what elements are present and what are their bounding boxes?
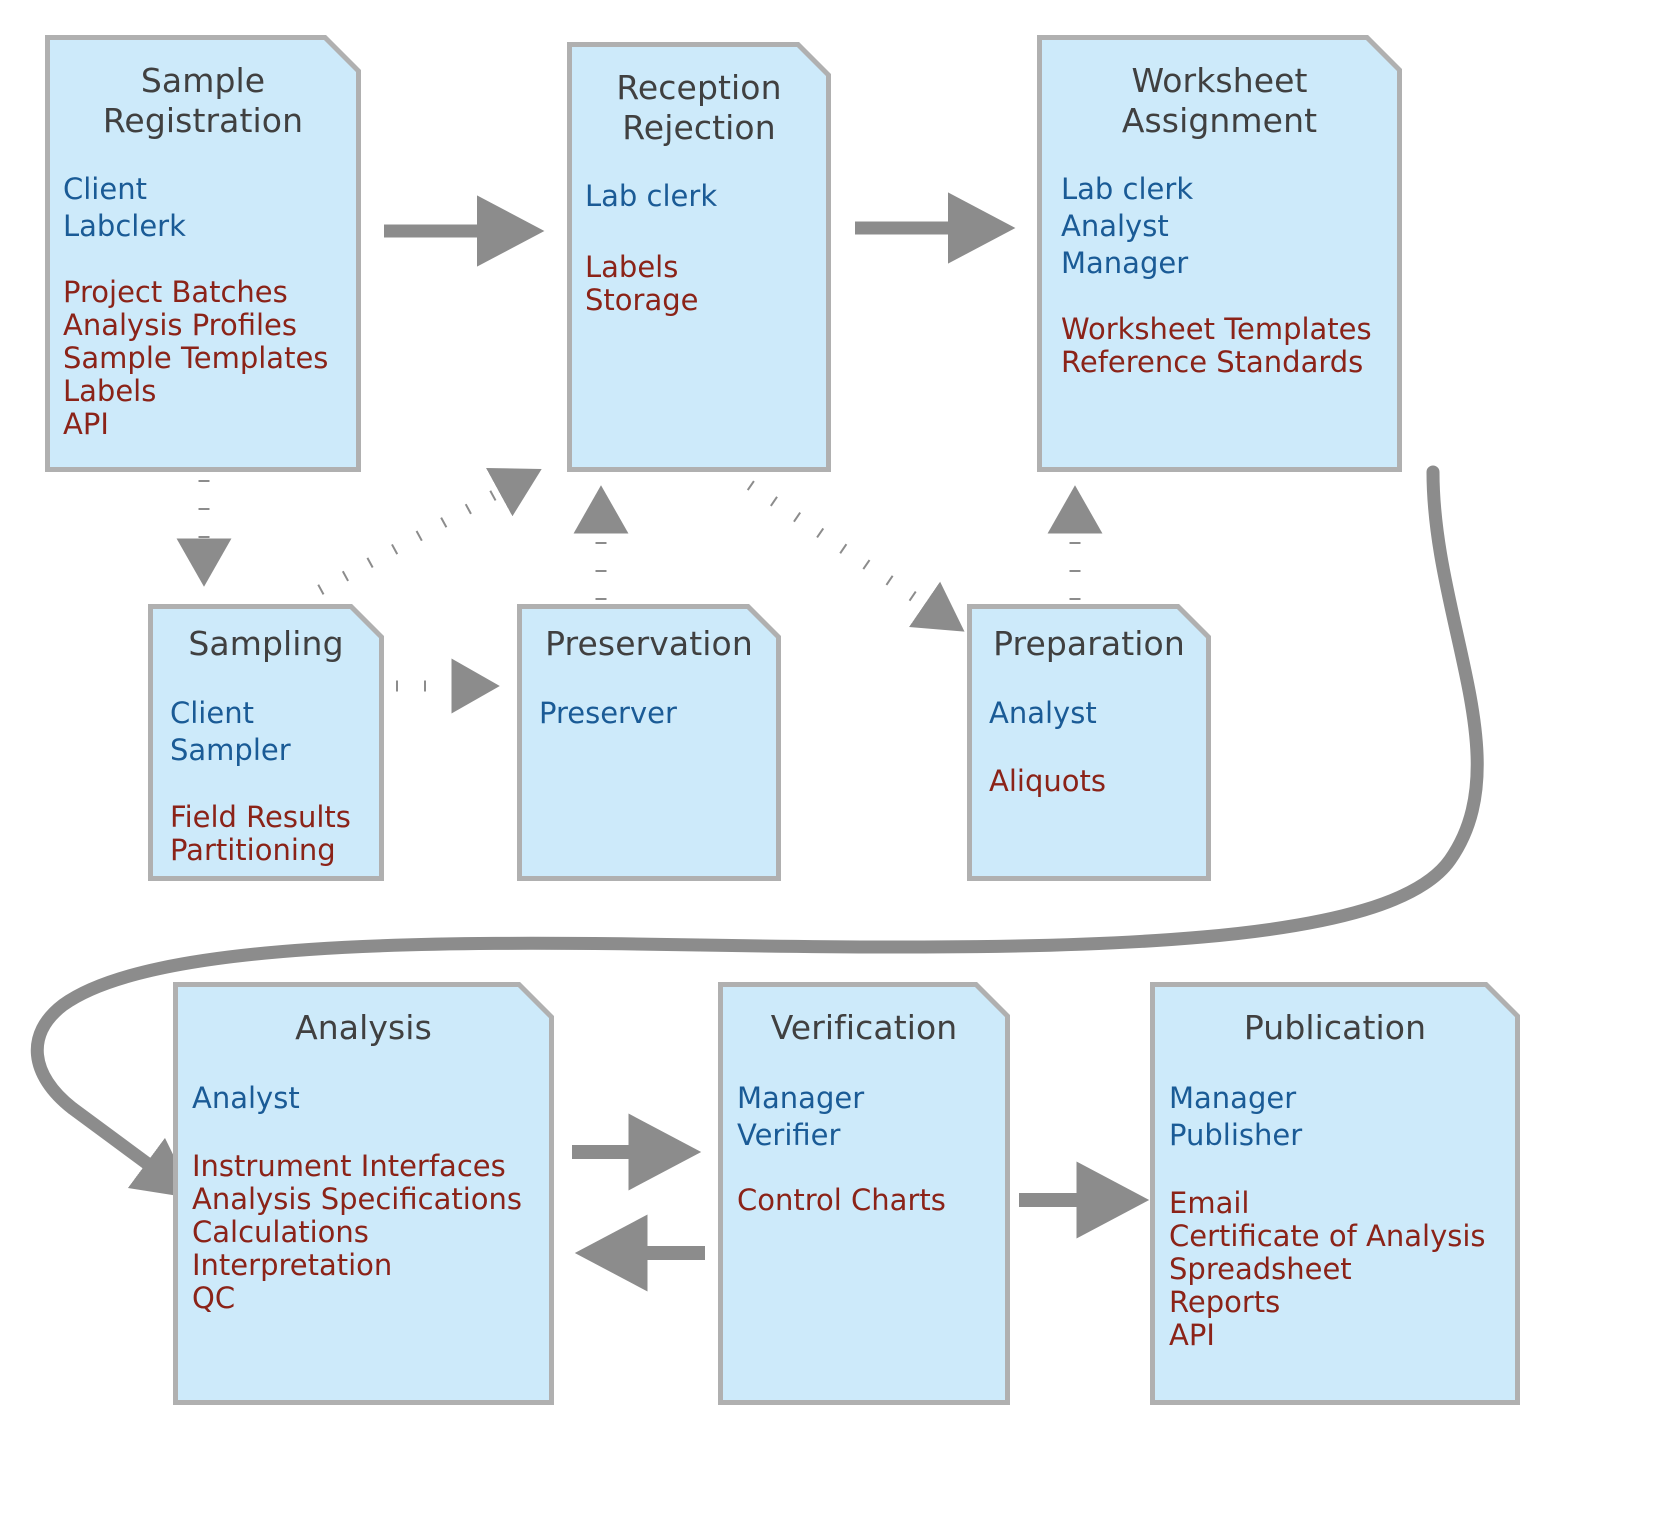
node-roles: Client Labclerk — [63, 172, 186, 243]
note-shape — [173, 982, 554, 1405]
node-publication[interactable]: Publication Manager Publisher Email Cert… — [1150, 982, 1520, 1405]
node-preservation[interactable]: Preservation Preserver — [517, 604, 781, 881]
node-preparation[interactable]: Preparation Analyst Aliquots — [967, 604, 1211, 881]
note-shape — [517, 604, 781, 881]
note-shape — [567, 42, 831, 472]
node-title: Verification — [770, 1008, 958, 1047]
node-roles: Analyst — [192, 1081, 300, 1115]
node-roles: Client Sampler — [170, 696, 291, 767]
node-title: Preparation — [993, 624, 1185, 663]
node-title: Sampling — [188, 624, 344, 663]
edge-reception-to-preparation — [746, 480, 965, 632]
node-roles: Analyst — [989, 696, 1097, 730]
node-features: Labels Storage — [585, 250, 699, 317]
note-shape — [45, 35, 361, 472]
node-title: Preservation — [545, 624, 753, 663]
node-title: Sample Registration — [102, 61, 304, 140]
edge-sampling-to-reception — [317, 468, 542, 595]
node-sampling[interactable]: Sampling Client Sampler Field Results Pa… — [148, 604, 384, 881]
node-verification[interactable]: Verification Manager Verifier Control Ch… — [718, 982, 1010, 1405]
node-features: Email Certificate of Analysis Spreadshee… — [1169, 1186, 1486, 1352]
node-analysis[interactable]: Analysis Analyst Instrument Interfaces A… — [173, 982, 554, 1405]
note-shape — [1150, 982, 1520, 1405]
node-features: Project Batches Analysis Profiles Sample… — [63, 275, 329, 441]
node-features: Instrument Interfaces Analysis Specifica… — [192, 1149, 523, 1315]
node-features: Field Results Partitioning — [170, 800, 351, 867]
note-shape — [148, 604, 384, 881]
note-shape — [1037, 35, 1402, 472]
node-reception-rejection[interactable]: Reception Rejection Lab clerk Labels Sto… — [567, 42, 831, 472]
node-roles: Lab clerk Analyst Manager — [1061, 172, 1194, 280]
node-title: Reception Rejection — [616, 68, 782, 147]
node-title: Worksheet Assignment — [1121, 61, 1318, 140]
node-roles: Preserver — [539, 696, 677, 730]
node-roles: Lab clerk — [585, 179, 718, 213]
node-title: Publication — [1243, 1008, 1427, 1047]
node-worksheet-assignment[interactable]: Worksheet Assignment Lab clerk Analyst M… — [1037, 35, 1402, 472]
node-sample-registration[interactable]: Sample Registration Client Labclerk Proj… — [45, 35, 361, 472]
node-roles: Manager Verifier — [737, 1081, 865, 1152]
node-features: Worksheet Templates Reference Standards — [1061, 312, 1372, 379]
node-roles: Manager Publisher — [1169, 1081, 1303, 1152]
note-shape — [718, 982, 1010, 1405]
node-title: Analysis — [295, 1008, 432, 1047]
note-shape — [967, 604, 1211, 881]
node-features: Aliquots — [989, 764, 1106, 798]
node-features: Control Charts — [737, 1183, 946, 1217]
